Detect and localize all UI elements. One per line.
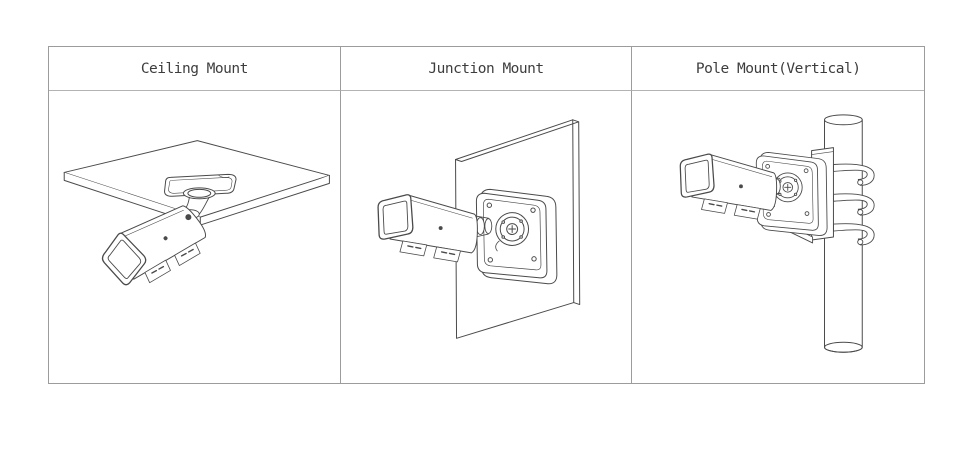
header-junction-mount: Junction Mount — [340, 47, 633, 91]
junction-mount-cell — [341, 91, 633, 383]
ceiling-mount-illustration — [63, 140, 330, 306]
ceiling-mount-cell — [49, 91, 341, 383]
header-ceiling-mount: Ceiling Mount — [49, 47, 341, 91]
header-pole-mount: Pole Mount(Vertical) — [632, 47, 924, 91]
junction-mount-illustration — [377, 119, 580, 339]
junction-mount-label: Junction Mount — [428, 60, 544, 77]
pole-mount-label: Pole Mount(Vertical) — [695, 60, 861, 77]
pole-mount-cell — [632, 91, 924, 383]
ceiling-mount-label: Ceiling Mount — [140, 60, 249, 77]
mount-options-table: Ceiling Mount Junction Mount Pole Mount(… — [48, 46, 925, 384]
pole-straps — [833, 163, 875, 246]
junction-box-icon — [475, 188, 558, 285]
pole-mount-illustration — [679, 114, 875, 353]
